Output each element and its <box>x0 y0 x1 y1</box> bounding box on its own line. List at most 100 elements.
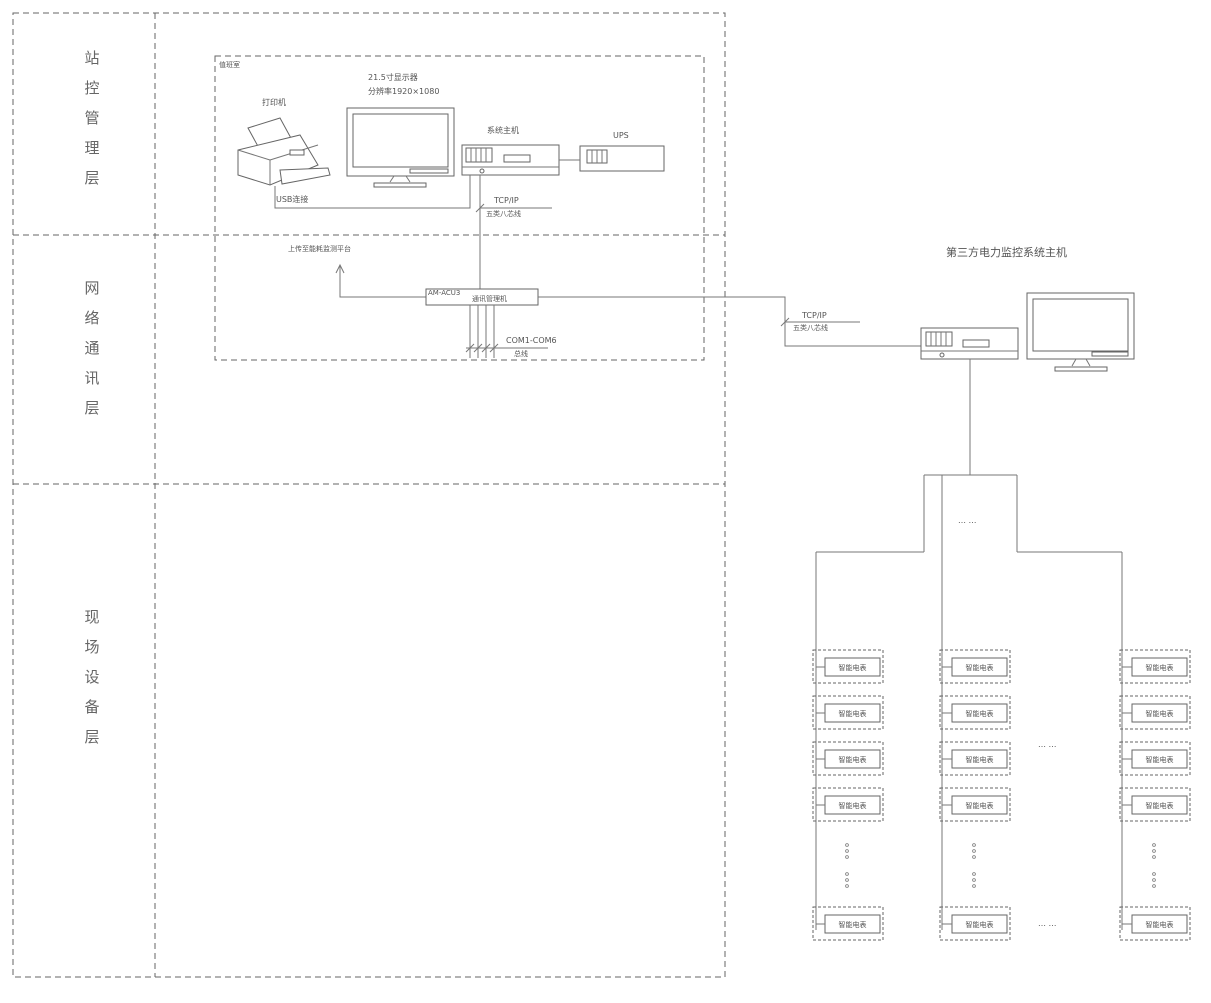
ellipsis-dot <box>845 872 849 876</box>
com-label: COM1-COM6 <box>506 336 557 345</box>
svg-text:络: 络 <box>84 309 99 327</box>
meter-label: 智能电表 <box>966 663 994 672</box>
smart-meter: 智能电表 <box>812 906 884 941</box>
monitor-label-2: 分辨率1920×1080 <box>368 86 439 96</box>
ellipsis-dot <box>972 843 976 847</box>
gateway-label: 通讯管理机 <box>472 294 507 303</box>
ellipsis-dot <box>845 884 849 888</box>
ellipsis-dot <box>972 855 976 859</box>
column-ellipsis-2: … … <box>1038 919 1057 928</box>
upload-arrow-icon <box>335 263 345 274</box>
gateway-thirdparty-link <box>538 296 921 347</box>
bus-label: 总线 <box>514 349 528 358</box>
svg-text:网: 网 <box>84 279 99 297</box>
upload-link <box>339 265 426 298</box>
svg-text:现: 现 <box>84 608 99 626</box>
ellipsis-dot <box>845 849 849 853</box>
meter-label: 智能电表 <box>839 663 867 672</box>
ups-icon <box>579 145 665 172</box>
tcpip-label: TCP/IP <box>493 196 519 205</box>
ellipsis-dot <box>845 855 849 859</box>
ups-label: UPS <box>613 131 629 140</box>
smart-meter: 智能电表 <box>1119 906 1191 941</box>
svg-text:讯: 讯 <box>84 369 99 387</box>
ellipsis-dot <box>1152 872 1156 876</box>
tcpip-label-2: TCP/IP <box>801 311 827 320</box>
meter-label: 智能电表 <box>1146 755 1174 764</box>
meter-label: 智能电表 <box>966 709 994 718</box>
smart-meter: 智能电表 <box>939 741 1011 776</box>
svg-text:层: 层 <box>84 728 99 746</box>
third-party-monitor-icon <box>1026 292 1135 372</box>
monitor-label-1: 21.5寸显示器 <box>368 72 418 82</box>
smart-meter: 智能电表 <box>812 787 884 822</box>
com-bus-lines <box>465 305 548 358</box>
svg-text:层: 层 <box>84 399 99 417</box>
ellipsis-dot <box>1152 884 1156 888</box>
meter-label: 智能电表 <box>839 755 867 764</box>
meter-label: 智能电表 <box>1146 801 1174 810</box>
field-bus-tree <box>815 359 1123 930</box>
smart-meter: 智能电表 <box>939 649 1011 684</box>
smart-meter: 智能电表 <box>939 695 1011 730</box>
ellipsis-dot <box>845 878 849 882</box>
third-party-host-icon <box>920 327 1019 360</box>
tier-frame <box>12 12 726 978</box>
ellipsis-dot <box>972 872 976 876</box>
smart-meter: 智能电表 <box>1119 649 1191 684</box>
system-host-label: 系统主机 <box>487 125 519 135</box>
smart-meter: 智能电表 <box>812 695 884 730</box>
monitor-icon <box>346 107 455 188</box>
system-host-icon <box>461 144 560 176</box>
duty-room-label: 值班室 <box>219 60 240 69</box>
third-party-label: 第三方电力监控系统主机 <box>946 245 1067 259</box>
meter-label: 智能电表 <box>839 709 867 718</box>
meter-label: 智能电表 <box>966 755 994 764</box>
ellipsis-dot <box>1152 878 1156 882</box>
column-ellipsis-1: … … <box>1038 740 1057 749</box>
svg-text:理: 理 <box>84 139 99 157</box>
tier-title-network-comm: 网 络 通 讯 层 <box>84 279 99 417</box>
tier-title-field-device: 现 场 设 备 层 <box>84 608 99 746</box>
cable-label-2: 五类八芯线 <box>793 323 828 332</box>
usb-label: USB连接 <box>276 194 308 204</box>
usb-link <box>274 175 471 209</box>
meter-label: 智能电表 <box>1146 709 1174 718</box>
meter-label: 智能电表 <box>839 801 867 810</box>
svg-text:站: 站 <box>84 49 99 67</box>
ellipsis-dot <box>972 878 976 882</box>
smart-meter: 智能电表 <box>1119 695 1191 730</box>
duty-room-box <box>214 55 705 361</box>
svg-text:通: 通 <box>84 339 99 357</box>
meter-label: 智能电表 <box>966 801 994 810</box>
svg-text:场: 场 <box>84 638 99 656</box>
ellipsis-dot <box>845 843 849 847</box>
smart-meter: 智能电表 <box>939 906 1011 941</box>
smart-meter: 智能电表 <box>1119 787 1191 822</box>
meter-label: 智能电表 <box>966 920 994 929</box>
upload-label: 上传至能耗监测平台 <box>288 244 351 253</box>
smart-meter: 智能电表 <box>939 787 1011 822</box>
meter-grid: 智能电表智能电表智能电表智能电表智能电表智能电表智能电表智能电表智能电表智能电表… <box>812 649 1191 941</box>
svg-text:控: 控 <box>84 79 99 97</box>
meter-label: 智能电表 <box>839 920 867 929</box>
smart-meter: 智能电表 <box>812 649 884 684</box>
svg-text:备: 备 <box>84 698 99 716</box>
vertical-ellipsis-group <box>845 843 1156 888</box>
svg-text:设: 设 <box>84 668 99 686</box>
printer-icon <box>237 117 331 186</box>
svg-text:管: 管 <box>84 109 99 127</box>
printer-label: 打印机 <box>262 97 286 107</box>
smart-meter: 智能电表 <box>812 741 884 776</box>
branch-ellipsis: … … <box>958 516 977 525</box>
ellipsis-dot <box>1152 843 1156 847</box>
smart-meter: 智能电表 <box>1119 741 1191 776</box>
ellipsis-dot <box>972 884 976 888</box>
meter-label: 智能电表 <box>1146 663 1174 672</box>
svg-text:层: 层 <box>84 169 99 187</box>
ellipsis-dot <box>1152 855 1156 859</box>
tier-title-station-mgmt: 站 控 管 理 层 <box>84 49 99 187</box>
meter-label: 智能电表 <box>1146 920 1174 929</box>
cable-label: 五类八芯线 <box>486 209 521 218</box>
